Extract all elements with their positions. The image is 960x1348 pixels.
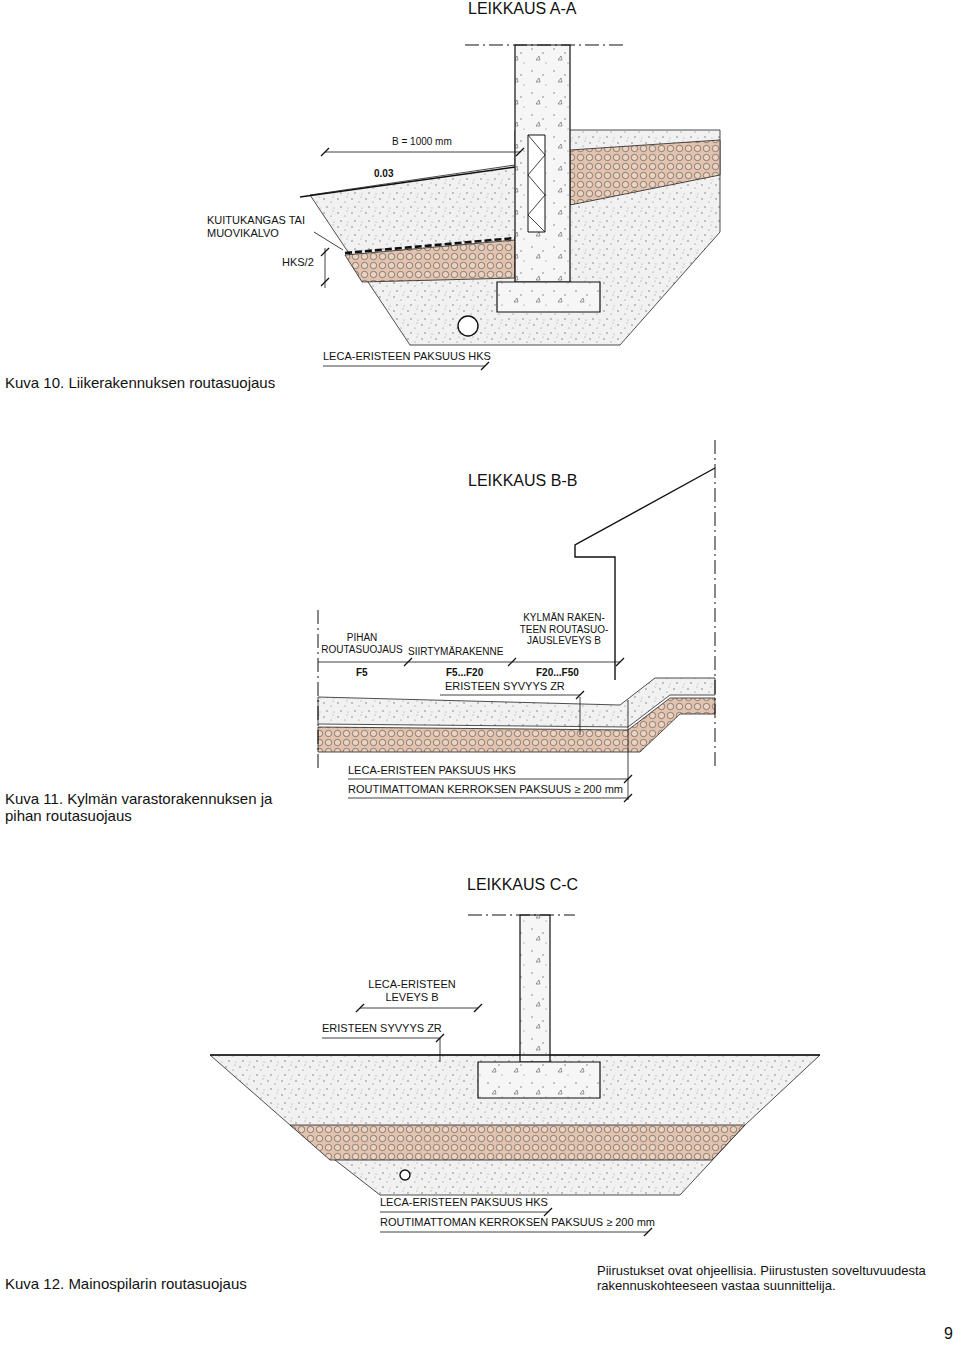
dimension-tick [616,658,624,666]
dimension-tick [321,148,329,156]
zone-label: SIIRTYMÄRAKENNE [408,646,503,658]
fabric-line [345,238,515,253]
zone-label: PIHAN ROUTASUOJAUS [316,632,408,655]
frost-class-label: F5...F20 [446,667,483,679]
gravel-fill [210,1055,820,1195]
depth-line [440,1038,441,1062]
dimension-tick [436,1034,444,1042]
depth-line [580,697,581,735]
dimension-label: B = 1000 mm [392,136,452,148]
zone-label: KYLMÄN RAKEN- TEEN ROUTASUO- JAUSLEVEYS … [510,612,618,647]
center-line [465,45,625,46]
dimension-tick [321,278,329,286]
dimension-label: LECA-ERISTEEN PAKSUUS HKS [380,1196,548,1209]
dimension-label: LECA-ERISTEEN LEVEYS B [362,978,462,1003]
dimension-tick [474,1004,482,1012]
dimension-tick [508,658,516,666]
dimension-line [318,662,620,663]
leader-line [314,232,343,250]
leca-layer [290,1125,745,1160]
dimension-label: ROUTIMATTOMAN KERROKSEN PAKSUUS ≥ 200 mm [348,783,623,796]
page-number: 9 [944,1325,953,1343]
level-label: 0.03 [374,168,393,180]
figure-caption: Kuva 11. Kylmän varastorakennuksen ja pi… [5,790,305,825]
dimension-tick [404,658,412,666]
column [520,915,550,1062]
dimension-tick [481,362,489,370]
material-label: KUITUKANGAS TAI MUOVIKALVO [207,214,315,239]
figure-caption: Kuva 10. Liikerakennuksen routasuojaus [5,374,275,391]
dimension-tick [356,1004,364,1012]
footing [497,282,600,312]
ground-line [210,1054,820,1055]
leca-layer [318,698,715,752]
section-title: LEIKKAUS C-C [467,876,578,894]
dimension-tick [321,248,329,256]
dimension-line [380,1212,548,1213]
dimension-line [348,798,628,799]
dimension-line [323,366,485,367]
footing [478,1062,600,1098]
dimension-tick [624,794,632,802]
figure-caption: Kuva 12. Mainospilarin routasuojaus [5,1275,247,1292]
insulation [528,135,545,232]
dimension-label: ROUTIMATTOMAN KERROKSEN PAKSUUS ≥ 200 mm [380,1216,655,1229]
building-outline [575,468,715,680]
section-edge [318,610,319,770]
dimension-line [380,1232,648,1233]
depth-line [628,700,629,800]
dimension-tick [576,691,584,699]
dimension-label: HKS/2 [282,256,314,269]
note-text: Piirustukset ovat ohjeellisia. Piirustus… [597,1264,955,1294]
dimension-tick [644,1228,652,1236]
insulation-hatch [528,135,545,232]
dimension-label: ERISTEEN SYVYYS ZR [322,1022,442,1035]
dimension-label: ERISTEEN SYVYYS ZR [445,680,565,693]
drain-pipe [400,1170,410,1180]
dimension-label: LECA-ERISTEEN PAKSUUS HKS [323,350,491,363]
dimension-tick [544,1208,552,1216]
wall [515,45,570,282]
leca-layer [570,140,720,205]
dimension-line [440,695,580,696]
frost-class-label: F5 [356,667,368,679]
dimension-line [348,779,628,780]
drain-pipe [458,316,478,336]
center-line [468,915,575,916]
ground-line [300,167,515,197]
dimension-tick [516,148,524,156]
dimension-line [360,1008,478,1009]
dimension-label: LECA-ERISTEEN PAKSUUS HKS [348,764,516,777]
section-title: LEIKKAUS B-B [468,472,577,490]
dimension-line [322,1038,440,1039]
section-edge [715,440,716,770]
dimension-line [325,152,520,153]
frost-class-label: F20...F50 [536,667,579,679]
dimension-tick [624,775,632,783]
section-title: LEIKKAUS A-A [468,0,577,18]
